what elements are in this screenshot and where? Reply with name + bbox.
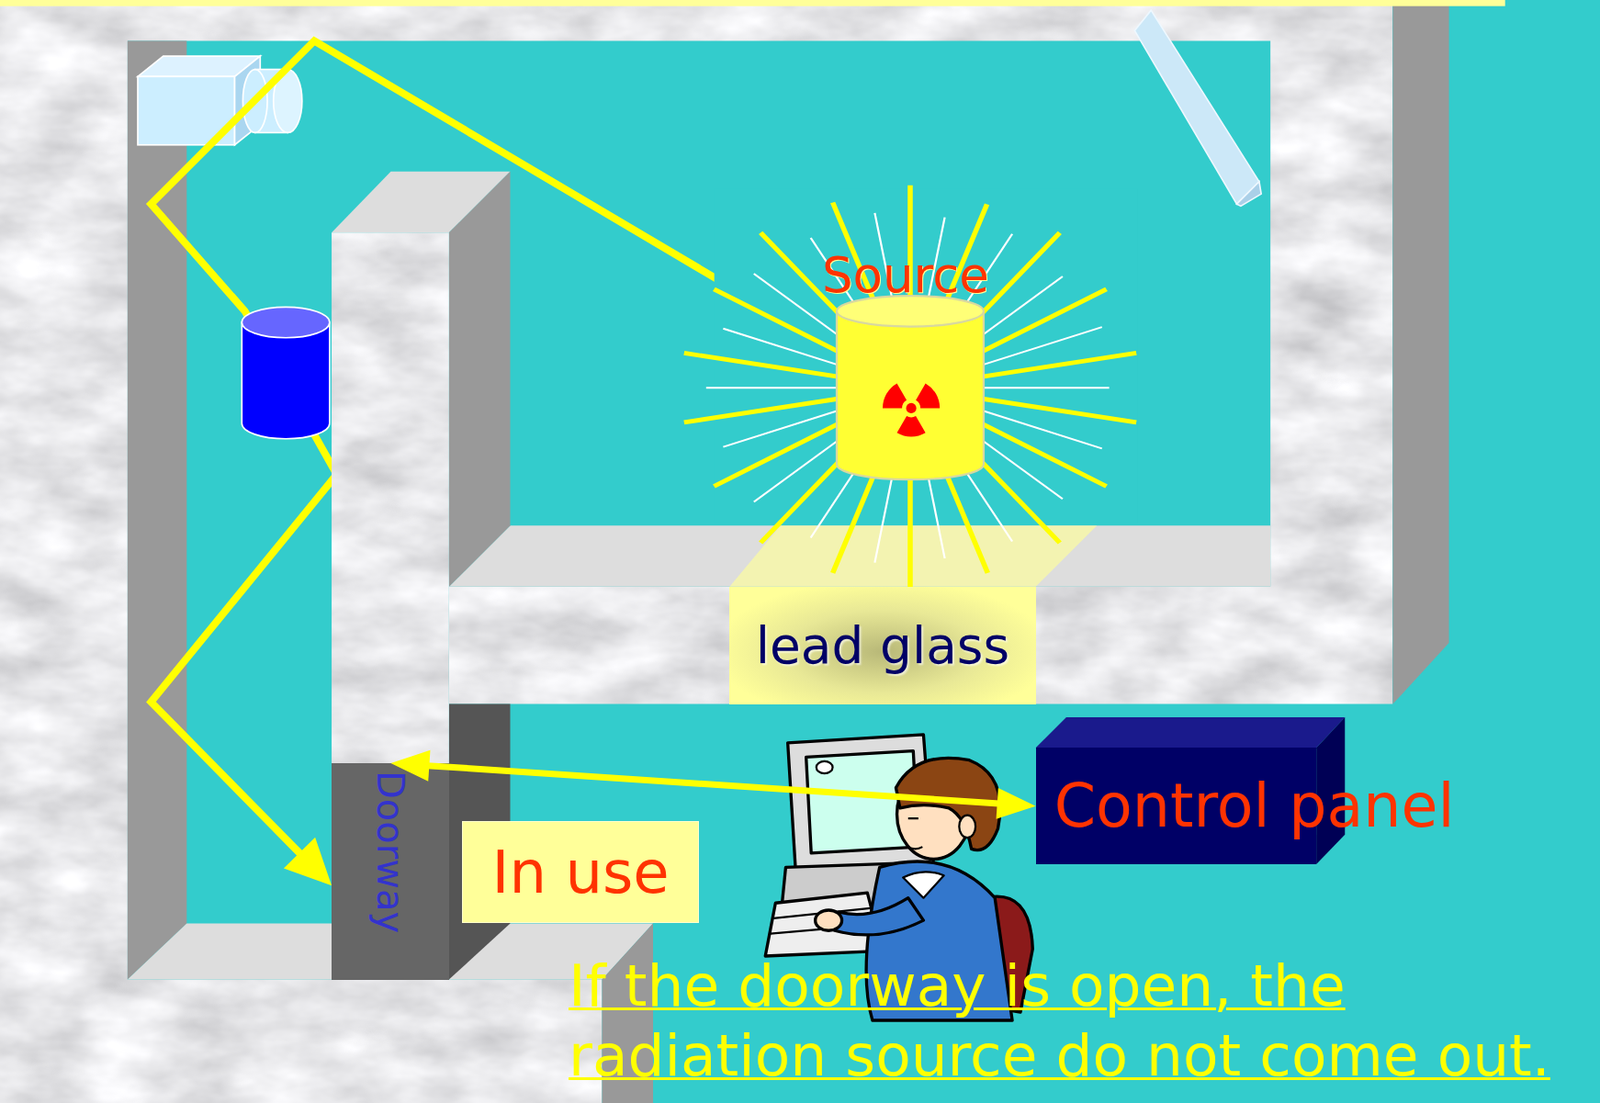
- blue-cylinder: [241, 306, 330, 338]
- radiation-beam: [729, 525, 1097, 587]
- radiation-symbol: [906, 403, 917, 414]
- radiation-rays: [971, 386, 1110, 389]
- mirror: [1134, 10, 1262, 206]
- blue-cylinder: [241, 322, 330, 440]
- radiation-rays: [970, 352, 1138, 379]
- mirror: [1236, 181, 1262, 207]
- arrow-head: [996, 788, 1037, 820]
- source-container: Source: [816, 245, 995, 470]
- blue-cylinder: [241, 306, 330, 439]
- window-label: lead glass: [755, 616, 1010, 676]
- computer: [816, 761, 834, 774]
- radiation-rays: [684, 352, 851, 379]
- doorway-door: Doorway: [331, 763, 450, 981]
- radiation-rays: [970, 396, 1138, 423]
- radiation-symbol: [875, 383, 940, 445]
- operator: [958, 815, 976, 838]
- interlock-link-arrow: [390, 750, 1036, 820]
- door-label: Doorway: [369, 770, 412, 934]
- caption-text: If the doorway is open, the radiation so…: [568, 951, 1589, 1092]
- wall-side-face: [1392, 0, 1449, 705]
- room-floor: [714, 189, 1139, 524]
- panel-label: Control panel: [1054, 771, 1455, 841]
- marble-wall: [331, 232, 450, 764]
- arrow-head: [390, 750, 430, 782]
- sign-label: In use: [492, 838, 670, 907]
- mirror: [1134, 10, 1260, 204]
- operator: [834, 898, 924, 936]
- radiation-rays: [684, 396, 851, 423]
- control-panel-top: [1036, 717, 1346, 748]
- source-cylinder: [836, 295, 984, 480]
- arrow-head: [283, 837, 332, 886]
- radiation-symbol: [875, 383, 909, 417]
- control-panel-box: Control panel: [1036, 747, 1318, 865]
- source-cylinder: [836, 311, 984, 480]
- radiation-symbol: [915, 383, 940, 408]
- operator: [908, 818, 924, 849]
- top-strip: [0, 0, 1506, 7]
- lead-glass-window: lead glass: [729, 586, 1036, 705]
- radiation-rays: [684, 185, 1137, 591]
- source-label: Source: [822, 247, 990, 304]
- radiation-symbol: [897, 412, 931, 446]
- operator: [902, 871, 944, 898]
- connector-line: [427, 766, 999, 804]
- in-use-sign: In use: [461, 821, 699, 924]
- operator: [815, 910, 843, 931]
- radiation-rays: [706, 386, 850, 389]
- radiation-rays: [963, 414, 1107, 486]
- wall-side-face: [449, 171, 511, 587]
- wall-top-face: [449, 525, 1271, 587]
- radiation-rays: [713, 414, 857, 486]
